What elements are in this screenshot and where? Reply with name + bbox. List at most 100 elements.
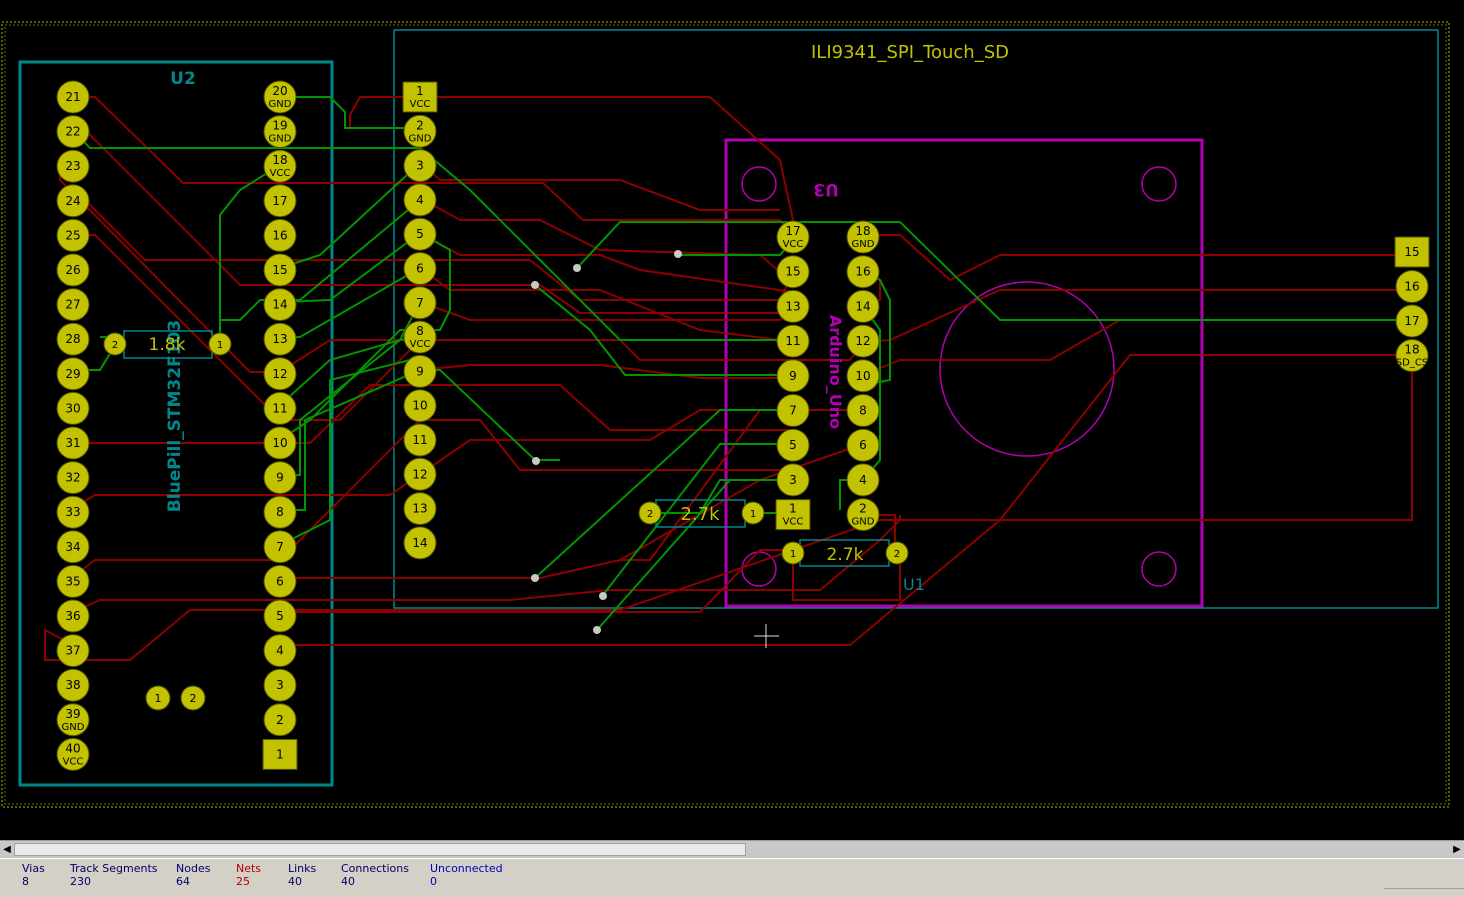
- pad-13[interactable]: 13: [403, 492, 437, 526]
- pad-2[interactable]: 2: [180, 685, 206, 711]
- pad-5[interactable]: 5: [263, 599, 297, 633]
- pad-24[interactable]: 24: [56, 184, 90, 218]
- pad-15[interactable]: 15: [1394, 236, 1430, 268]
- pad-2[interactable]: 2: [103, 332, 127, 356]
- pad-number: 13: [785, 299, 800, 313]
- pad-3[interactable]: 3: [776, 463, 810, 497]
- pad-29[interactable]: 29: [56, 357, 90, 391]
- pad-number: 2: [647, 509, 653, 520]
- pad-number: 13: [272, 332, 287, 346]
- pad-number: 12: [855, 334, 870, 348]
- pad-14[interactable]: 14: [403, 526, 437, 560]
- pad-number: 5: [416, 227, 424, 241]
- pad-27[interactable]: 27: [56, 288, 90, 322]
- pad-10[interactable]: 10: [846, 359, 880, 393]
- pad-9[interactable]: 9: [263, 461, 297, 495]
- pad-28[interactable]: 28: [56, 322, 90, 356]
- pad-33[interactable]: 33: [56, 495, 90, 529]
- via: [531, 574, 539, 582]
- pad-number: 11: [412, 433, 427, 447]
- pad-4[interactable]: 4: [403, 183, 437, 217]
- pad-10[interactable]: 10: [403, 389, 437, 423]
- pad-14[interactable]: 14: [846, 289, 880, 323]
- pad-16[interactable]: 16: [263, 218, 297, 252]
- pad-2[interactable]: 2: [638, 501, 662, 525]
- pad-7[interactable]: 7: [403, 286, 437, 320]
- pad-9[interactable]: 9: [403, 354, 437, 388]
- pad-4[interactable]: 4: [263, 634, 297, 668]
- pad-6[interactable]: 6: [403, 252, 437, 285]
- pad-7[interactable]: 7: [776, 394, 810, 427]
- pad-25[interactable]: 25: [56, 218, 90, 252]
- pad-11[interactable]: 11: [776, 324, 810, 358]
- pad-6[interactable]: 6: [846, 428, 880, 462]
- resize-grip-icon[interactable]: [1384, 888, 1464, 897]
- pad-2[interactable]: 2: [263, 703, 297, 737]
- pad-12[interactable]: 12: [403, 457, 437, 491]
- pad-34[interactable]: 34: [56, 530, 90, 564]
- pad-35[interactable]: 35: [56, 564, 90, 598]
- pad-5[interactable]: 5: [403, 217, 437, 251]
- pad-30[interactable]: 30: [56, 391, 90, 425]
- pad-15[interactable]: 15: [263, 253, 297, 287]
- pcb-layout-view[interactable]: 21222324252627282930313233343536373839GN…: [0, 0, 1464, 840]
- pad-21[interactable]: 21: [56, 80, 90, 114]
- scrollbar-thumb[interactable]: [14, 843, 746, 856]
- pad-1[interactable]: 1: [741, 501, 765, 525]
- pad-17[interactable]: 17: [263, 184, 297, 218]
- pad-2[interactable]: 2: [885, 541, 909, 565]
- pad-1[interactable]: 1: [262, 738, 298, 770]
- pad-13[interactable]: 13: [776, 289, 810, 323]
- pad-8[interactable]: 8: [846, 394, 880, 427]
- pad-22[interactable]: 22: [56, 115, 90, 149]
- pad-11[interactable]: 11: [263, 391, 297, 425]
- scroll-right-arrow-icon[interactable]: ▶: [1453, 844, 1461, 855]
- pad-3[interactable]: 3: [263, 668, 297, 702]
- pad-6[interactable]: 6: [263, 564, 297, 598]
- pad-23[interactable]: 23: [56, 149, 90, 183]
- pad-1[interactable]: 1: [145, 685, 171, 711]
- pad-17[interactable]: 17: [1395, 304, 1429, 338]
- pad-16[interactable]: 16: [1395, 270, 1429, 303]
- horizontal-scrollbar[interactable]: ◀ ▶: [0, 840, 1464, 858]
- pad-26[interactable]: 26: [56, 253, 90, 287]
- pad-32[interactable]: 32: [56, 461, 90, 495]
- pad-13[interactable]: 13: [263, 322, 297, 356]
- pad-1[interactable]: 1: [208, 332, 232, 356]
- pad-37[interactable]: 37: [56, 634, 90, 668]
- pad-36[interactable]: 36: [56, 599, 90, 633]
- pad-11[interactable]: 11: [403, 423, 437, 457]
- pad-number: 2: [894, 549, 900, 560]
- pad-4[interactable]: 4: [846, 463, 880, 497]
- pad-1[interactable]: 1: [781, 541, 805, 565]
- pad-15[interactable]: 15: [776, 255, 810, 289]
- pad-10[interactable]: 10: [263, 426, 297, 460]
- pad-16[interactable]: 16: [846, 255, 880, 289]
- pad-9[interactable]: 9: [776, 359, 810, 393]
- pad-38[interactable]: 38: [56, 668, 90, 702]
- pad-31[interactable]: 31: [56, 426, 90, 460]
- pad-3[interactable]: 3: [403, 149, 437, 183]
- pad-14[interactable]: 14: [263, 288, 297, 322]
- pad-12[interactable]: 12: [263, 357, 297, 391]
- pad-7[interactable]: 7: [263, 530, 297, 564]
- via: [531, 281, 539, 289]
- scroll-left-arrow-icon[interactable]: ◀: [3, 844, 11, 855]
- pad-5[interactable]: 5: [776, 428, 810, 462]
- pad-12[interactable]: 12: [846, 324, 880, 358]
- pad-8[interactable]: 8: [263, 495, 297, 529]
